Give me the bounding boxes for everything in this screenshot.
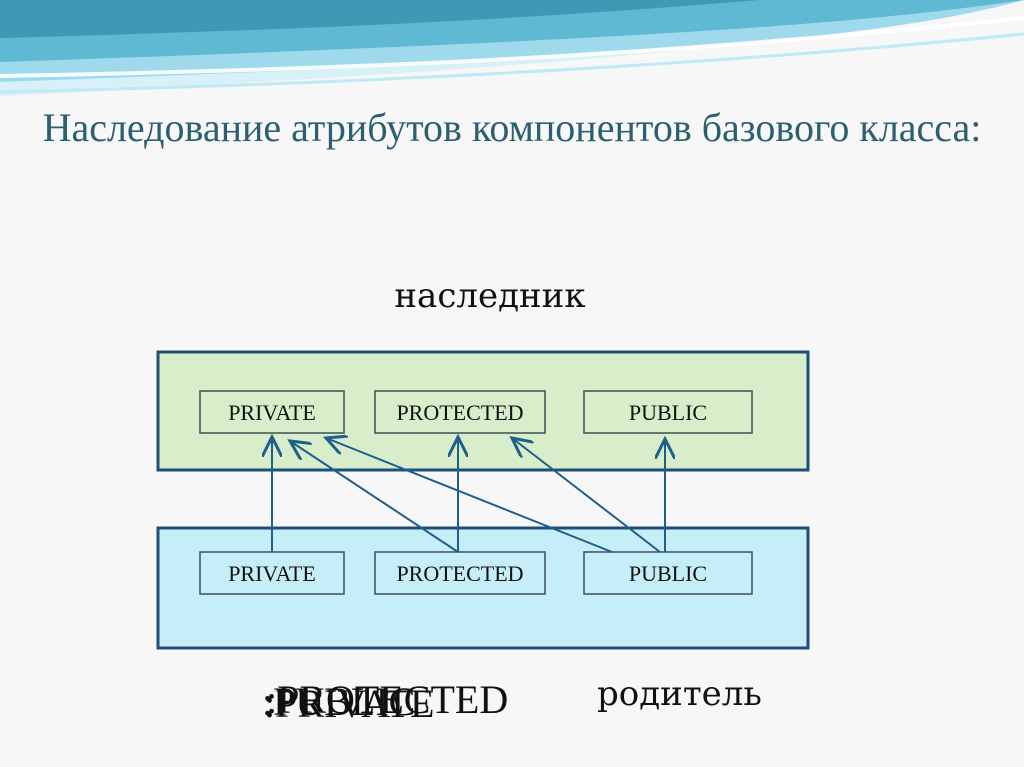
parent-label: родитель [597,674,762,714]
derived-public-member: PUBLIC [583,390,753,434]
modifier-public: :PUBLIC [262,679,416,724]
heir-label: наследник [394,276,586,316]
inheritance-arrows [272,437,665,553]
arrow-base-protected-to-derived-private [290,441,459,553]
base-protected-member: PROTECTED [374,551,546,595]
wave-decoration [0,0,1024,96]
arrow-base-public-to-derived-protected [512,438,661,553]
derived-private-member: PRIVATE [199,390,345,434]
base-access-line: :PUBLIC :PROTECTED :PRIVATE родитель [262,672,822,732]
arrow-base-public-to-derived-private [326,438,613,553]
modifier-protected: :PROTECTED [266,677,509,722]
base-public-member: PUBLIC [583,551,753,595]
base-private-label: PRIVATE [228,561,316,586]
derived-public-label: PUBLIC [629,400,707,425]
base-public-label: PUBLIC [629,561,707,586]
derived-protected-label: PROTECTED [396,400,523,425]
derived-private-label: PRIVATE [228,400,316,425]
base-protected-label: PROTECTED [396,561,523,586]
base-private-member: PRIVATE [199,551,345,595]
slide-title: Наследование атрибутов компонентов базов… [42,105,982,150]
modifier-private: :PRIVATE [264,681,435,726]
derived-protected-member: PROTECTED [374,390,546,434]
